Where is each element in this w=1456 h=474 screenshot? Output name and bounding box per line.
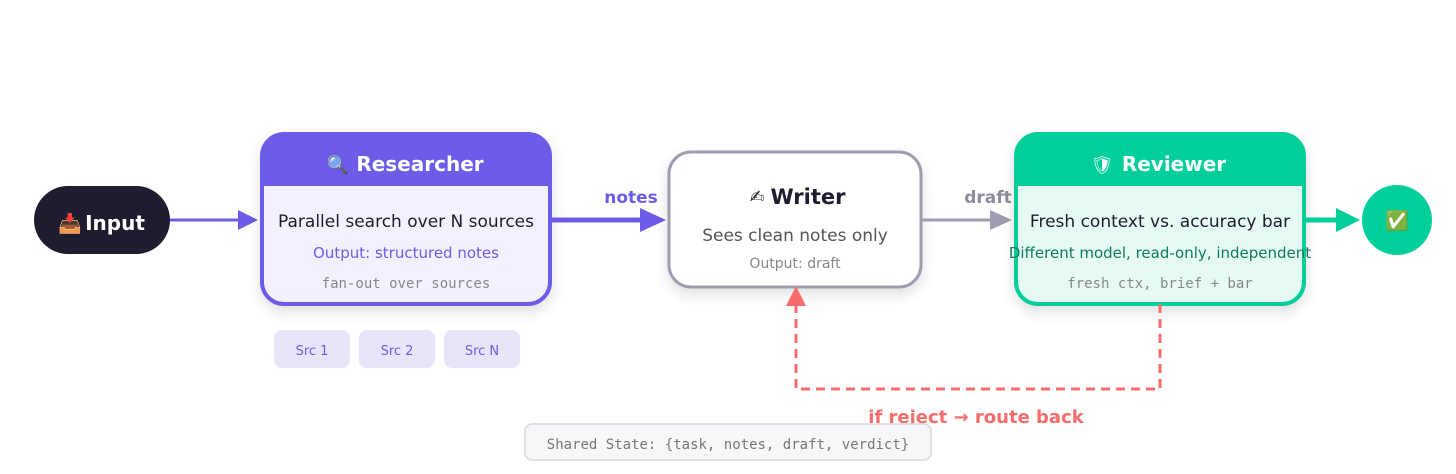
source-chip-label: Src 1 <box>296 344 329 359</box>
input-node: 📥 Input <box>34 186 170 254</box>
input-label: Input <box>85 211 145 235</box>
shared-state-box: Shared State: {task, notes, draft, verdi… <box>524 423 932 461</box>
output-node: ✅ <box>1362 185 1432 255</box>
source-chip <box>444 330 520 368</box>
edge-writer-reviewer <box>921 210 1012 230</box>
reject-edge-label: if reject → route back <box>868 407 1084 428</box>
source-chip <box>359 330 435 368</box>
shield-icon: 🛡 <box>1091 155 1114 176</box>
reviewer-description: Fresh context vs. accuracy bar <box>1030 212 1290 232</box>
magnifier-icon: 🔍 <box>327 153 349 176</box>
notes-edge-label: notes <box>604 188 658 208</box>
edge-reviewer-output <box>1304 208 1360 232</box>
writing-hand-icon: ✍ <box>749 187 764 208</box>
writer-output: Output: draft <box>749 256 841 272</box>
reviewer-title: Reviewer <box>1122 152 1226 176</box>
researcher-node <box>260 132 552 306</box>
edge-reject-loop <box>786 286 1162 391</box>
shared-state-label: Shared State: {task, notes, draft, verdi… <box>547 437 909 453</box>
source-chips: Src 1 Src 2 Src N <box>274 330 520 368</box>
source-chip-label: Src N <box>465 344 499 359</box>
researcher-title: Researcher <box>356 152 483 176</box>
researcher-description: Parallel search over N sources <box>278 212 534 232</box>
writer-title: Writer <box>771 185 847 209</box>
reviewer-constraints: Different model, read-only, independent <box>1009 244 1311 262</box>
reviewer-note: fresh ctx, brief + bar <box>1067 276 1252 292</box>
check-mark-icon: ✅ <box>1385 209 1409 232</box>
edge-input-researcher <box>170 210 258 230</box>
researcher-output: Output: structured notes <box>313 244 499 262</box>
writer-description: Sees clean notes only <box>702 226 888 246</box>
edge-researcher-writer <box>550 208 666 232</box>
source-chip-label: Src 2 <box>381 344 414 359</box>
inbox-icon: 📥 <box>58 212 82 235</box>
researcher-note: fan-out over sources <box>322 276 491 292</box>
draft-edge-label: draft <box>964 188 1012 208</box>
source-chip <box>274 330 350 368</box>
